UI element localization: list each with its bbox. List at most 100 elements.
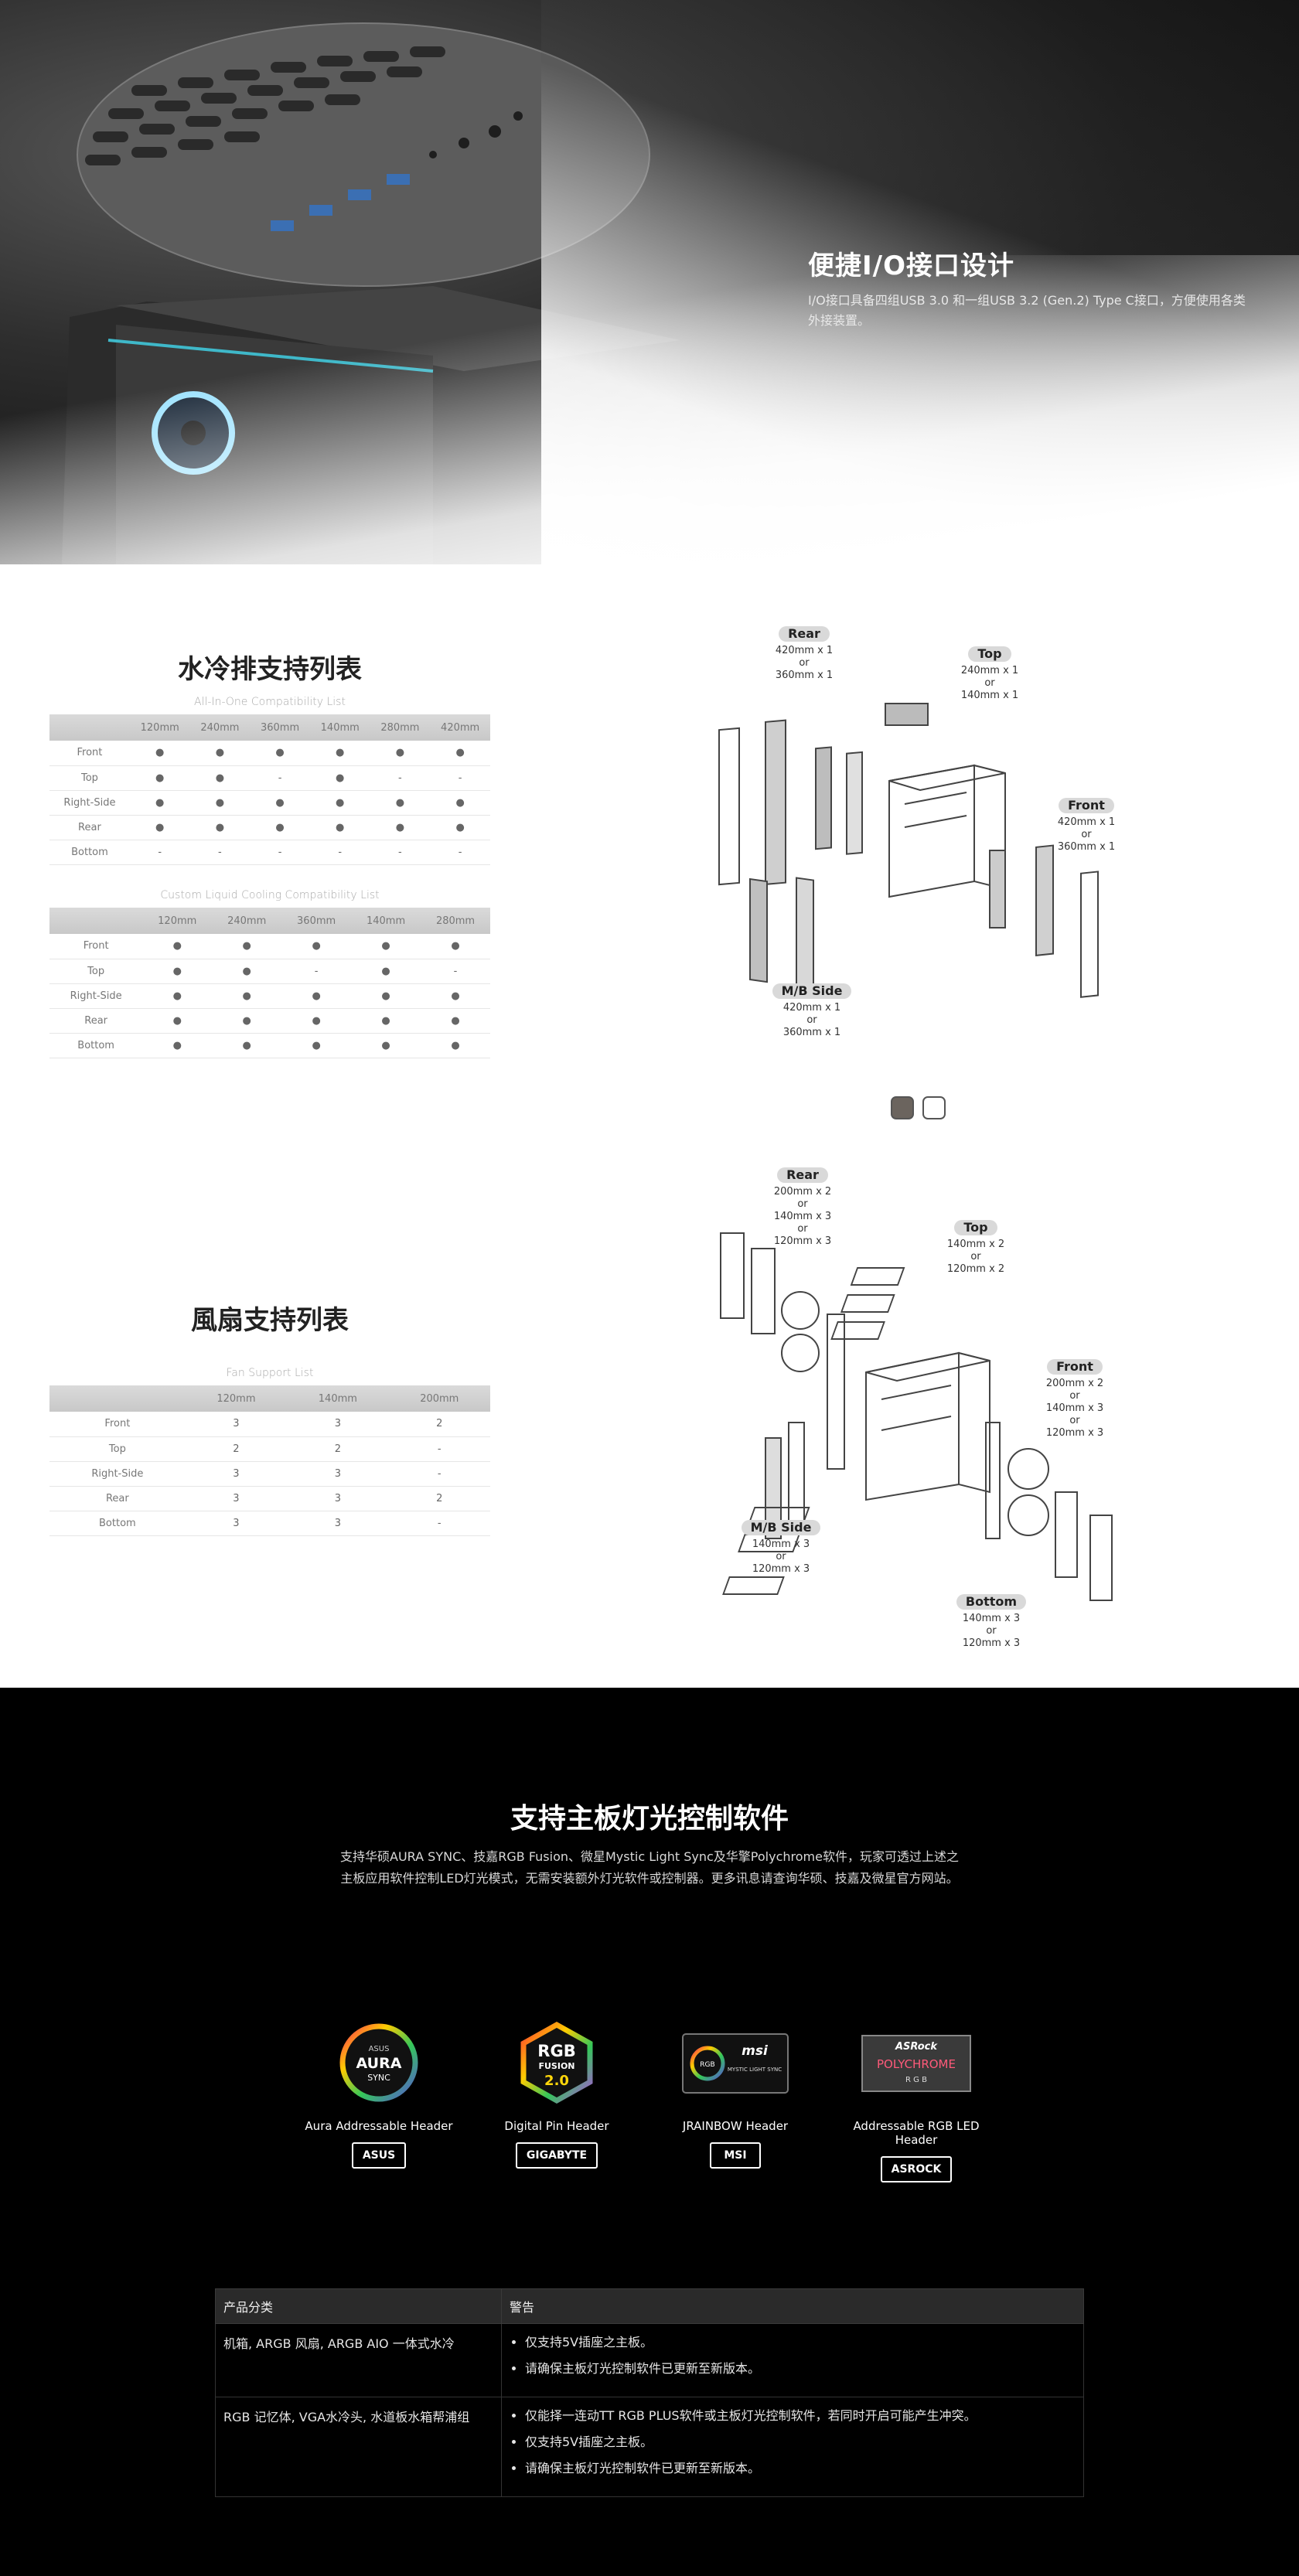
svg-text:RGB: RGB [537, 2042, 575, 2060]
fan-mb-side-label: M/B Side 140mm x 3 or 120mm x 3 [735, 1520, 827, 1576]
table-cell: - [430, 840, 490, 865]
msi-header-caption: JRAINBOW Header [682, 2119, 789, 2133]
table-cell: 3 [185, 1461, 288, 1487]
gigabyte-header-caption: Digital Pin Header [504, 2119, 609, 2133]
warning-table-header: 产品分类 警告 [215, 2288, 1084, 2324]
table-cell: - [250, 840, 310, 865]
hero-gradient-bottom [0, 255, 1299, 564]
table-row: Bottom------ [49, 840, 490, 865]
svg-text:FUSION: FUSION [538, 2061, 574, 2071]
table-cell: - [388, 1461, 490, 1487]
category-column-header: 产品分类 [215, 2288, 502, 2324]
msi-button[interactable]: MSI [710, 2142, 761, 2169]
table-cell: - [250, 765, 310, 791]
svg-text:RGB: RGB [700, 2061, 714, 2069]
gigabyte-button[interactable]: GIGABYTE [515, 2142, 598, 2169]
row-label: Rear [49, 1008, 143, 1034]
svg-text:R G B: R G B [905, 2076, 927, 2084]
svg-text:msi: msi [742, 2043, 769, 2059]
table-cell: ● [189, 765, 251, 791]
table-cell: ● [351, 959, 421, 984]
fan-diagram: Rear 200mm x 2 or 140mm x 3 or 120mm x 3… [711, 1160, 1144, 1670]
mb-side-label: M/B Side 420mm x 1 or 360mm x 1 [765, 983, 858, 1039]
table-cell: ● [142, 983, 213, 1009]
list-item: 仅支持5V插座之主板。 [525, 2435, 1076, 2450]
table-cell: ● [142, 934, 213, 959]
custom-table-caption: Custom Liquid Cooling Compatibility List [160, 889, 380, 901]
fan-front-label: Front 200mm x 2 or 140mm x 3 or 120mm x … [1045, 1359, 1104, 1439]
table-cell: ● [212, 1033, 282, 1058]
table-cell: ● [421, 1033, 490, 1058]
table-cell: ● [370, 815, 431, 840]
asrock-header-caption: Addressable RGB LED Header [853, 2119, 980, 2147]
table-cell: ● [142, 1033, 213, 1058]
table-cell: ● [212, 934, 282, 959]
table-cell: ● [189, 741, 251, 766]
rgb-fusion-logo: RGB FUSION 2.0 [520, 2021, 593, 2104]
table-cell: ● [281, 934, 352, 959]
table-cell: 3 [185, 1511, 288, 1536]
column-header: 140mm [351, 908, 421, 934]
asus-logo-card: ASUS AURA SYNC Aura Addressable Header A… [302, 2020, 456, 2169]
fan-exploded-view [720, 1232, 1113, 1601]
column-header: 280mm [370, 714, 431, 741]
row-label: Top [49, 765, 130, 791]
table-cell: - [189, 840, 251, 865]
fan-section-title: 風扇支持列表 [191, 1305, 349, 1336]
column-header: 120mm [185, 1385, 288, 1412]
table-cell: - [370, 840, 431, 865]
row-label: Right-Side [49, 1461, 186, 1487]
category-cell: 机箱, ARGB 风扇, ARGB AIO 一体式水冷 [215, 2323, 502, 2397]
row-label: Top [49, 1436, 186, 1462]
table-cell: ● [421, 983, 490, 1009]
column-header: 360mm [250, 714, 310, 741]
table-cell: ● [430, 741, 490, 766]
fan-rear-label: Rear 200mm x 2 or 140mm x 3 or 120mm x 3 [773, 1167, 832, 1247]
asus-button[interactable]: ASUS [351, 2142, 407, 2169]
color-swatch-black[interactable] [891, 1096, 914, 1119]
table-cell: 3 [185, 1412, 288, 1437]
table-cell: 2 [388, 1486, 490, 1511]
hero-description: I/O接口具备四组USB 3.0 和一组USB 3.2 (Gen.2) Type… [808, 293, 1246, 328]
table-cell: ● [351, 1008, 421, 1034]
column-header: 120mm [129, 714, 190, 741]
table-cell: - [430, 765, 490, 791]
table-cell: ● [189, 815, 251, 840]
table-cell: 2 [185, 1436, 288, 1462]
table-cell: ● [281, 983, 352, 1009]
list-item: 仅支持5V插座之主板。 [525, 2335, 1076, 2350]
msi-mystic-light-logo: RGB msi MYSTIC LIGHT SYNC [682, 2033, 789, 2094]
column-header: 140mm [309, 714, 370, 741]
warning-column-header: 警告 [501, 2288, 1084, 2324]
table-row: Bottom●●●●● [49, 1033, 490, 1058]
column-header: 140mm [287, 1385, 389, 1412]
svg-text:SYNC: SYNC [367, 2073, 390, 2083]
asrock-button[interactable]: ASROCK [880, 2156, 953, 2182]
radiator-diagram: Rear 420mm x 1 or 360mm x 1 Top 240mm x … [711, 618, 1144, 1051]
list-item: 请确保主板灯光控制软件已更新至新版本。 [525, 2461, 1076, 2476]
row-label: Top [49, 959, 143, 984]
table-cell: ● [351, 1033, 421, 1058]
svg-text:2.0: 2.0 [544, 2073, 569, 2089]
table-row: 机箱, ARGB 风扇, ARGB AIO 一体式水冷 仅支持5V插座之主板。 … [215, 2323, 1084, 2397]
column-header: 280mm [421, 908, 490, 934]
table-cell: 3 [287, 1461, 389, 1487]
table-cell: ● [142, 959, 213, 984]
table-cell: ● [250, 815, 310, 840]
aio-table-caption: All-In-One Compatibility List [194, 696, 346, 708]
asrock-polychrome-logo: ASRock POLYCHROME R G B [861, 2035, 971, 2092]
color-swatch-white[interactable] [922, 1096, 946, 1119]
table-cell: 2 [287, 1436, 389, 1462]
svg-text:AURA: AURA [356, 2055, 402, 2072]
table-cell: 2 [388, 1412, 490, 1437]
warning-cell: 仅支持5V插座之主板。 请确保主板灯光控制软件已更新至新版本。 [501, 2323, 1084, 2397]
table-cell: ● [421, 934, 490, 959]
table-cell: - [309, 840, 370, 865]
table-cell: ● [430, 815, 490, 840]
table-row: Rear●●●●● [49, 1008, 490, 1034]
